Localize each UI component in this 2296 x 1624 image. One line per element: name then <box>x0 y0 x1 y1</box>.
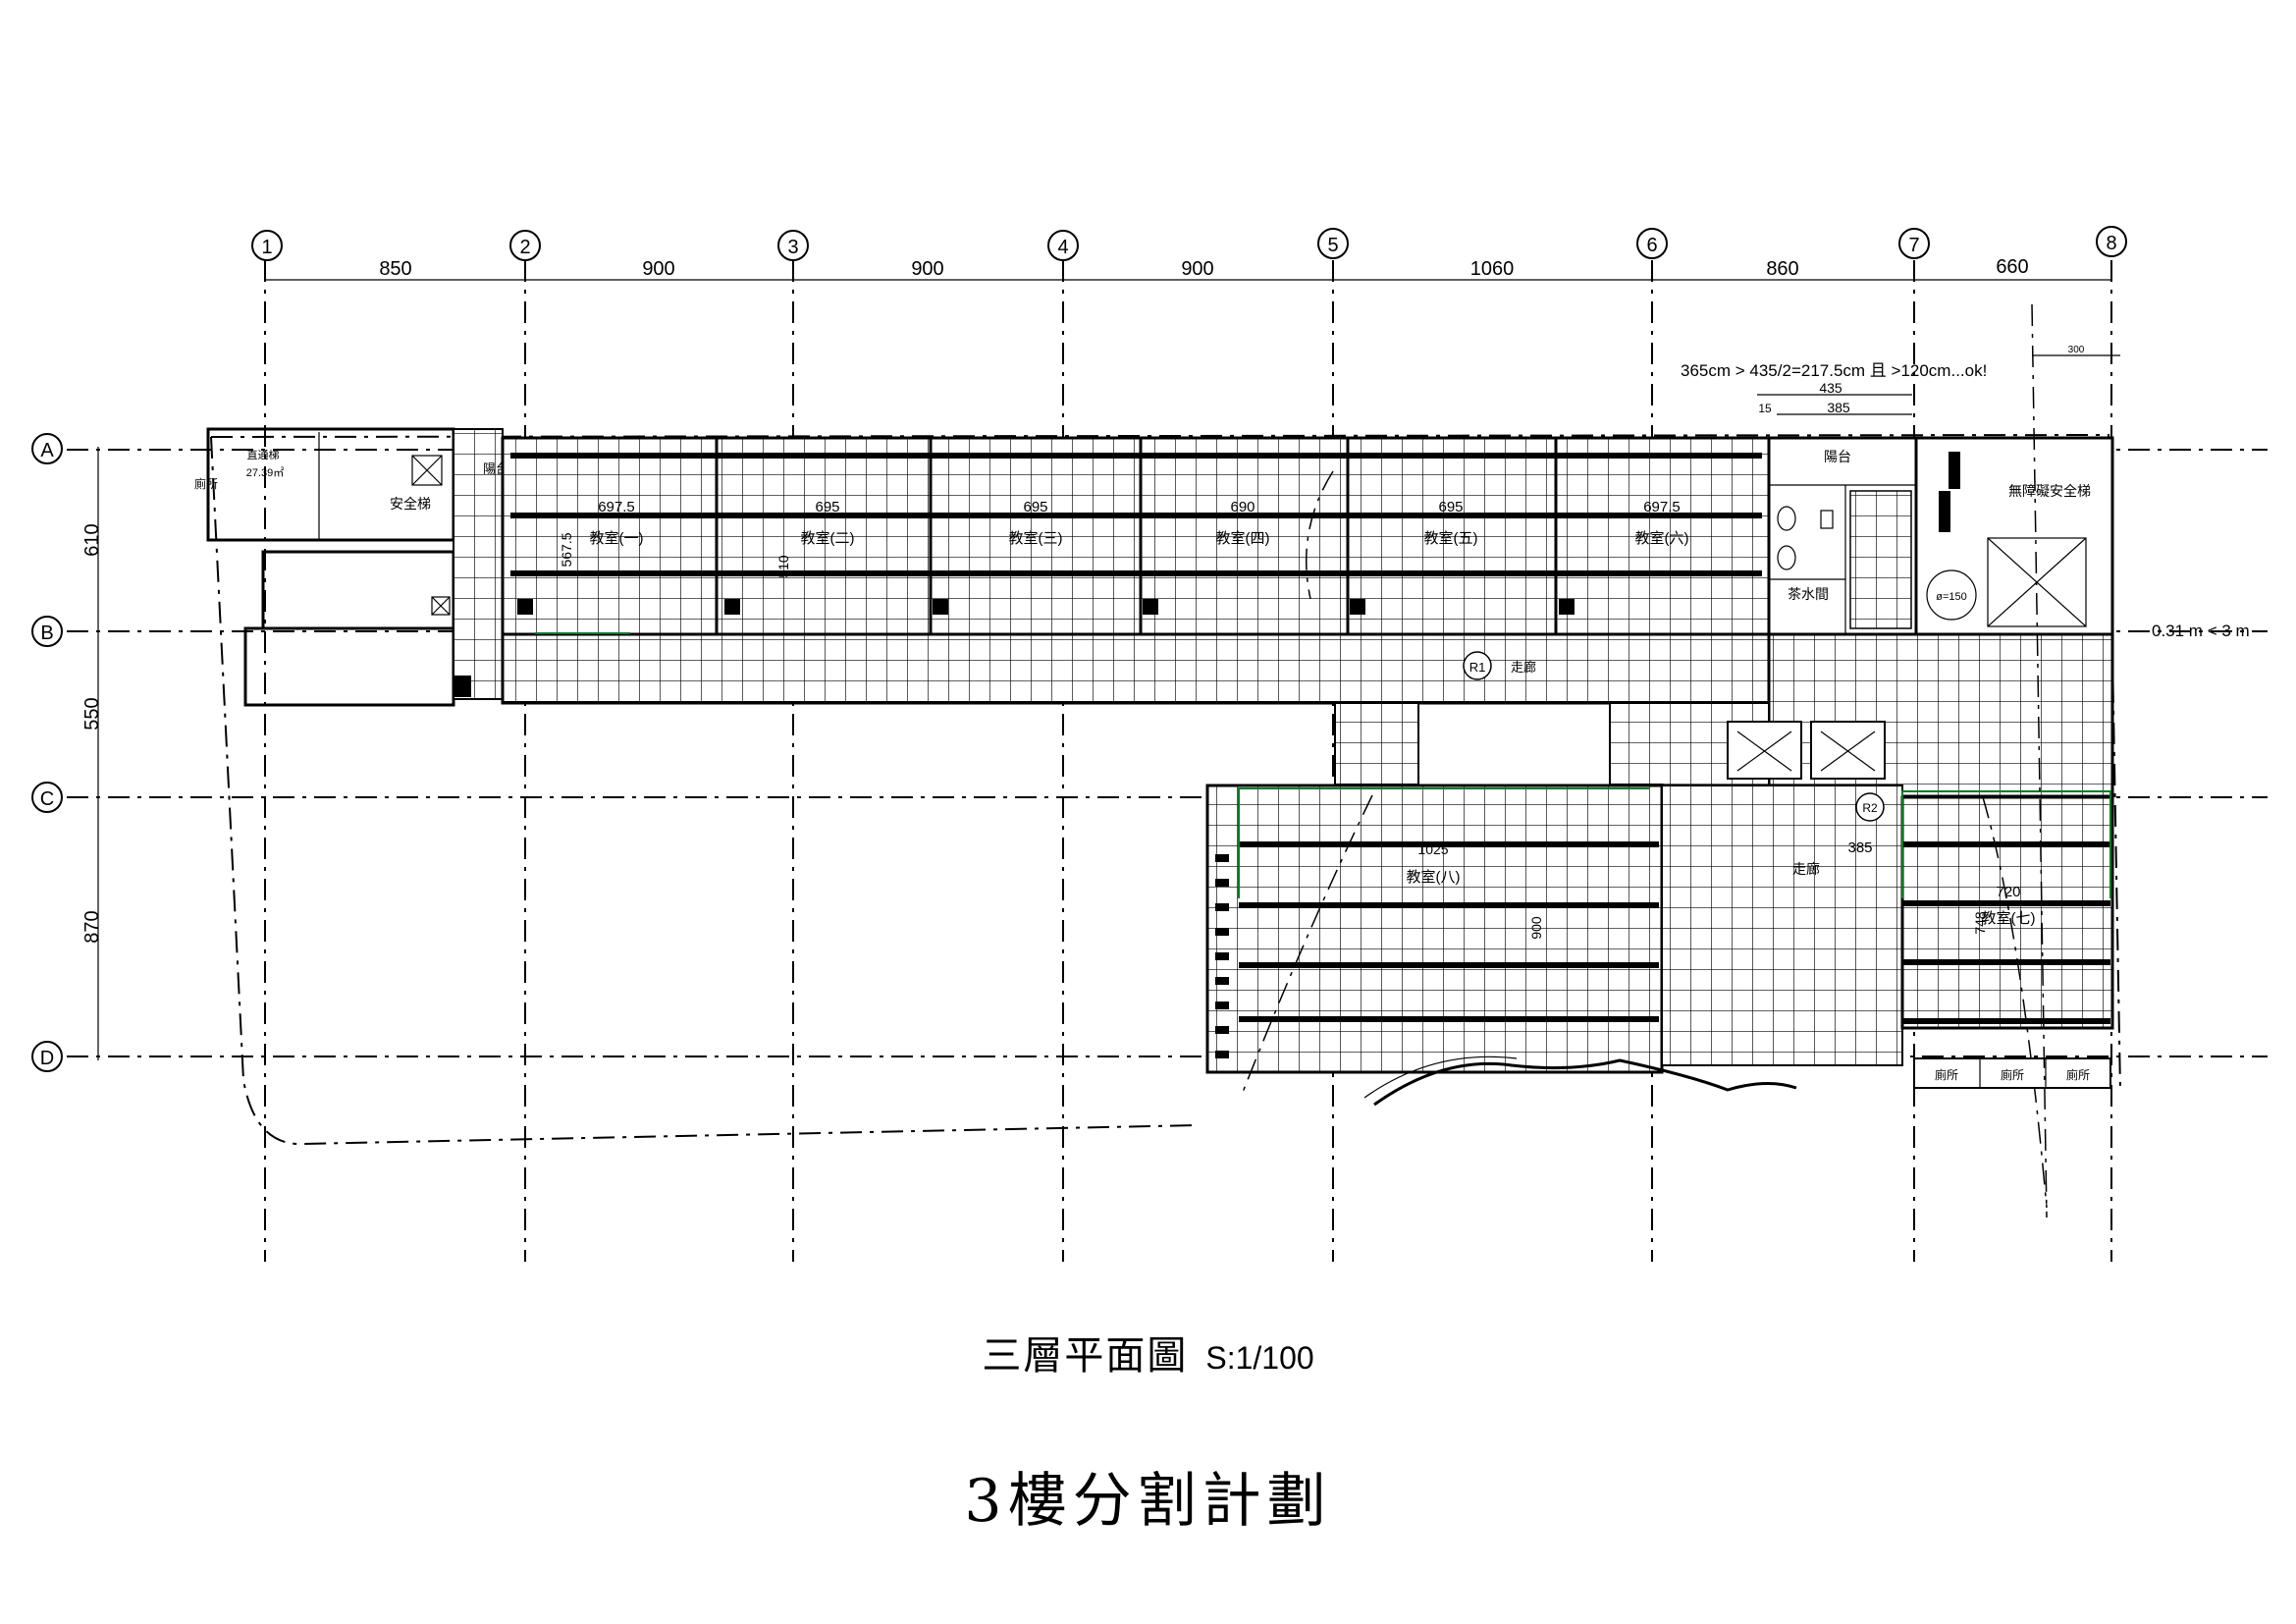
row-bubble-b: B <box>31 616 63 647</box>
classroom-7-label: 教室(七) <box>1982 910 2036 927</box>
classroom-1-dim: 697.5 <box>598 499 635 515</box>
classroom-6-dim: 697.5 <box>1643 499 1681 515</box>
column-bubble-8: 8 <box>2096 226 2127 257</box>
classroom-8-dim: 1025 <box>1417 841 1448 857</box>
column-label: 3 <box>787 237 798 258</box>
corridor-marker <box>1463 651 1492 680</box>
elevator-block <box>1727 721 1886 780</box>
column-spacing-label: 860 <box>1766 258 1798 280</box>
dim-15: 15 <box>1758 402 1772 415</box>
column-spacing-label: 1060 <box>1470 258 1515 280</box>
column-spacing-label: 660 <box>1996 256 2028 278</box>
toilet-2-label: 廁所 <box>2001 1067 2024 1082</box>
turning-diameter: ø=150 <box>1936 591 1967 603</box>
column-bubble-3: 3 <box>777 230 809 261</box>
classroom-2-dim: 695 <box>815 499 839 515</box>
row-spacing-label: 610 <box>81 523 103 556</box>
classroom-3-label: 教室(三) <box>1009 530 1063 547</box>
column-label: 6 <box>1646 235 1657 256</box>
connector-left <box>1334 702 1419 798</box>
column-label: 1 <box>261 237 272 258</box>
right-service-block <box>1767 436 2114 636</box>
lobby-corridor-label: 走廊 <box>1792 861 1820 877</box>
lobby-dim: 385 <box>1847 839 1872 856</box>
classroom-depth-dim: 900 <box>1528 916 1544 940</box>
column-bubble-5: 5 <box>1317 228 1349 259</box>
top-dimension-line <box>97 279 2111 1060</box>
column-spacing-label: 900 <box>1181 258 1213 280</box>
classroom-1-label: 教室(一) <box>590 530 644 547</box>
egress-check-note: 365cm > 435/2=217.5cm 且 >120cm...ok! <box>1681 361 1987 380</box>
left-service-block <box>206 427 504 707</box>
column-bubble-1: 1 <box>251 230 283 261</box>
row-label: A <box>40 440 54 461</box>
row-spacing-label: 870 <box>81 910 103 943</box>
classroom-8-label: 教室(八) <box>1407 869 1461 886</box>
floor-plan-drawing: 1 2 3 4 5 6 7 8 850 900 900 900 1060 860… <box>31 226 2268 1262</box>
toilet-left-label: 廁所 <box>194 476 218 491</box>
drawing-title: 三層平面圖 S:1/100 <box>0 1324 2296 1380</box>
safety-stair-label: 安全梯 <box>390 496 431 512</box>
column-label: 7 <box>1908 235 1919 256</box>
row-spacing-label: 550 <box>81 697 103 730</box>
corridor-label: 走廊 <box>1511 660 1536 675</box>
column-label: 2 <box>519 237 530 258</box>
classroom-4-dim: 690 <box>1230 499 1255 515</box>
column-label: 4 <box>1057 237 1068 258</box>
toilet-1-label: 廁所 <box>1935 1067 1958 1082</box>
classroom-5-label: 教室(五) <box>1424 530 1478 547</box>
classroom-strip <box>501 436 1771 705</box>
lobby-marker-label: R2 <box>1862 801 1878 815</box>
row-bubble-d: D <box>31 1041 63 1072</box>
drawing-title-text: 三層平面圖 <box>982 1333 1189 1379</box>
row-bubble-a: A <box>31 433 63 464</box>
south-wing <box>1205 784 2114 1209</box>
balcony-right-label: 陽台 <box>1824 449 1851 464</box>
classroom-7-dim: 720 <box>1996 884 2020 900</box>
classroom-6-label: 教室(六) <box>1635 530 1689 547</box>
column-bubble-6: 6 <box>1636 228 1668 259</box>
column-label: 5 <box>1327 235 1338 256</box>
column-spacing-label: 900 <box>911 258 943 280</box>
classroom-3-dim: 695 <box>1023 499 1047 515</box>
row-label: B <box>40 623 53 644</box>
column-bubble-4: 4 <box>1047 230 1079 261</box>
column-spacing-label: 850 <box>379 258 411 280</box>
classroom-4-label: 教室(四) <box>1216 530 1270 547</box>
row-bubble-c: C <box>31 782 63 813</box>
column-spacing-label: 900 <box>642 258 674 280</box>
row-label: D <box>40 1048 54 1069</box>
drawing-scale: S:1/100 <box>1205 1340 1314 1376</box>
row-label: C <box>40 788 54 810</box>
column-label: 8 <box>2106 233 2116 254</box>
stair-left-area: 27.39㎡ <box>246 466 285 479</box>
classroom-depth-dim: 567.5 <box>559 532 574 567</box>
column-bubble-2: 2 <box>509 230 541 261</box>
column-bubble-7: 7 <box>1898 228 1930 259</box>
classroom-5-dim: 695 <box>1438 499 1463 515</box>
classroom-depth-dim: 510 <box>775 555 791 578</box>
dim-385: 385 <box>1827 400 1850 415</box>
slope-note: 0.31 m < 3 m <box>2152 622 2250 640</box>
classroom-depth-dim: 748 <box>1972 911 1988 935</box>
classroom-2-label: 教室(二) <box>801 530 855 547</box>
drawing-subtitle: 3樓分割計劃 <box>964 1467 1332 1536</box>
dim-300: 300 <box>2068 345 2085 355</box>
site-boundary <box>210 433 2121 1146</box>
dim-435: 435 <box>1819 380 1842 396</box>
stair-left-label: 直通梯 <box>247 448 280 461</box>
accessible-stair-label: 無障礙安全梯 <box>2008 483 2091 499</box>
tea-room-label: 茶水間 <box>1788 586 1829 602</box>
corridor-marker-label: R1 <box>1469 660 1486 675</box>
toilet-3-label: 廁所 <box>2066 1067 2090 1082</box>
